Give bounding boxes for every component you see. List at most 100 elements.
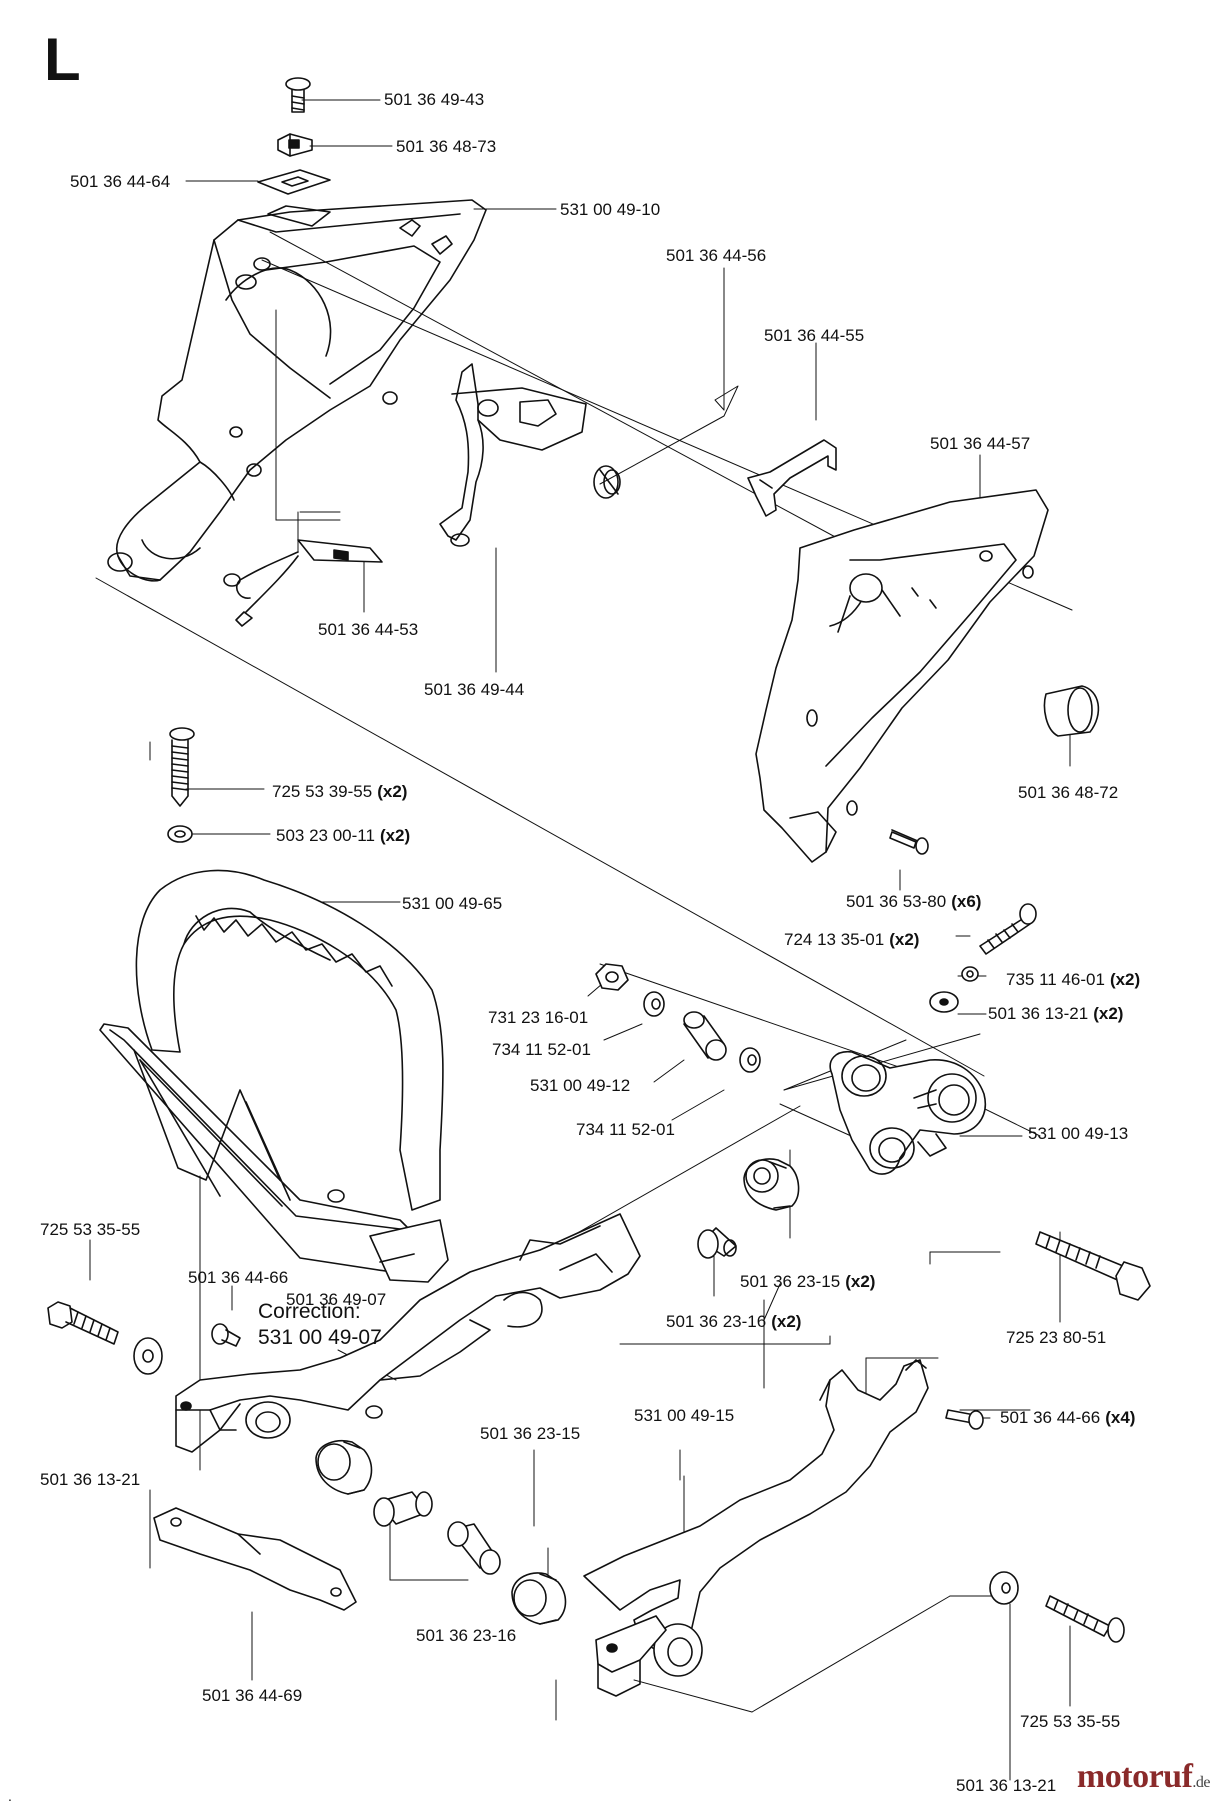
front-handle-part: [99, 869, 449, 1283]
part-number: 531 00 49-12: [530, 1076, 631, 1095]
logo-tld: .de: [1192, 1774, 1210, 1791]
part-label: 531 00 49-10: [560, 200, 665, 220]
screw-left-small-part: [211, 1323, 241, 1347]
part-label: 734 11 52-01: [576, 1120, 680, 1140]
part-qty: (x2): [771, 1312, 802, 1331]
part-number: 501 36 23-16: [416, 1626, 517, 1645]
part-label: 501 36 48-72: [1018, 783, 1123, 803]
lock-washer-part: [961, 966, 979, 982]
part-number: 501 36 44-69: [202, 1686, 303, 1705]
nut-part: [595, 963, 629, 991]
part-number: 501 36 49-43: [384, 90, 485, 109]
part-number: 501 36 13-21: [40, 1470, 141, 1489]
part-label: 501 36 44-66: [188, 1268, 293, 1288]
logo-name: motoruf: [1076, 1758, 1193, 1795]
part-qty: (x2): [1093, 1004, 1124, 1023]
part-label: 501 36 23-15: [480, 1424, 585, 1444]
part-number: 501 36 44-64: [70, 172, 171, 191]
plate-part: [153, 1507, 357, 1611]
part-number: 503 23 00-11: [276, 826, 375, 845]
part-label: 503 23 00-11(x2): [276, 826, 410, 846]
screw-small-part: [979, 903, 1037, 955]
part-qty: (x4): [1105, 1408, 1136, 1427]
part-number: 501 36 13-21: [988, 1004, 1089, 1023]
part-label: 501 36 13-21: [956, 1776, 1061, 1796]
bracket-part: [829, 1050, 987, 1175]
part-label: 501 36 13-21: [40, 1470, 145, 1490]
part-label: 501 36 49-07: [286, 1290, 391, 1310]
part-number: 725 53 35-55: [40, 1220, 141, 1239]
nut-top-part: [277, 133, 313, 157]
grommet-right-part: [743, 1158, 800, 1211]
lever-part: [747, 439, 837, 517]
part-number: 725 53 39-55: [272, 782, 373, 801]
cap-part: [1043, 685, 1100, 737]
screw-top-part: [285, 77, 311, 113]
part-label: 501 36 13-21(x2): [988, 1004, 1123, 1024]
part-label: 734 11 52-01: [492, 1040, 596, 1060]
bushing-center-a-part: [373, 1491, 433, 1527]
part-number: 501 36 23-15: [740, 1272, 841, 1291]
washer-a-part: [643, 991, 665, 1017]
washer-b-part: [739, 1047, 761, 1073]
bolt-long-part: [1035, 1231, 1151, 1301]
part-label: 501 36 53-80(x6): [846, 892, 981, 912]
part-number: 531 00 49-10: [560, 200, 661, 219]
part-label: 501 36 44-66(x4): [1000, 1408, 1135, 1428]
part-label: 725 23 80-51: [1006, 1328, 1111, 1348]
side-cover-part: [755, 489, 1049, 863]
washer-lower-right-part: [989, 1571, 1019, 1605]
part-label: 725 53 35-55: [40, 1220, 145, 1240]
footer-mark: .: [8, 1788, 12, 1804]
screw-cover-part: [889, 829, 929, 855]
part-label: 501 36 23-16: [416, 1626, 521, 1646]
part-label: 531 00 49-15: [634, 1406, 739, 1426]
site-logo[interactable]: motoruf.de: [1076, 1758, 1211, 1796]
part-number: 501 36 44-53: [318, 620, 419, 639]
part-label: 531 00 49-65: [402, 894, 507, 914]
part-number: 725 23 80-51: [1006, 1328, 1107, 1347]
part-qty: (x2): [377, 782, 408, 801]
lower-handle-arm-part: [175, 1213, 641, 1453]
grommet-center-part: [315, 1440, 373, 1495]
part-label: 501 36 44-69: [202, 1686, 307, 1706]
part-number: 501 36 49-44: [424, 680, 525, 699]
trigger-part: [439, 363, 587, 547]
spacer-part: [683, 1011, 727, 1061]
part-label: 501 36 49-43: [384, 90, 489, 110]
part-number: 735 11 46-01: [1006, 970, 1105, 989]
gasket-part: [257, 169, 331, 195]
correction-title: Correction:: [258, 1300, 361, 1323]
part-number: 501 36 44-66: [188, 1268, 289, 1287]
part-qty: (x6): [951, 892, 982, 911]
part-label: 531 00 49-12: [530, 1076, 635, 1096]
part-number: 734 11 52-01: [576, 1120, 675, 1139]
part-label: 531 00 49-13: [1028, 1124, 1133, 1144]
part-number: 501 36 48-72: [1018, 783, 1119, 802]
correction-part-number: 531 00 49-07: [258, 1326, 382, 1349]
part-number: 725 53 35-55: [1020, 1712, 1121, 1731]
part-label: 501 36 49-44: [424, 680, 529, 700]
bushing-right-part: [697, 1227, 737, 1259]
part-number: 734 11 52-01: [492, 1040, 591, 1059]
screw-long-part: [169, 727, 195, 807]
part-number: 501 36 44-66: [1000, 1408, 1101, 1427]
part-number: 531 00 49-65: [402, 894, 503, 913]
part-number: 731 23 16-01: [488, 1008, 589, 1027]
part-label: 501 36 44-57: [930, 434, 1035, 454]
part-label: 501 36 44-56: [666, 246, 771, 266]
part-number: 501 36 44-55: [764, 326, 865, 345]
part-label: 501 36 44-64: [70, 172, 175, 192]
part-label: 735 11 46-01(x2): [1006, 970, 1140, 990]
part-number: 501 36 53-80: [846, 892, 947, 911]
bushing-center-b-part: [447, 1521, 501, 1575]
part-label: 501 36 44-55: [764, 326, 869, 346]
part-label: 501 36 23-15(x2): [740, 1272, 875, 1292]
part-qty: (x2): [379, 826, 411, 845]
part-qty: (x2): [889, 930, 920, 949]
part-number: 501 36 44-56: [666, 246, 767, 265]
part-number: 501 36 48-73: [396, 137, 497, 156]
part-number: 501 36 13-21: [956, 1776, 1057, 1795]
part-number: 531 00 49-13: [1028, 1124, 1129, 1143]
